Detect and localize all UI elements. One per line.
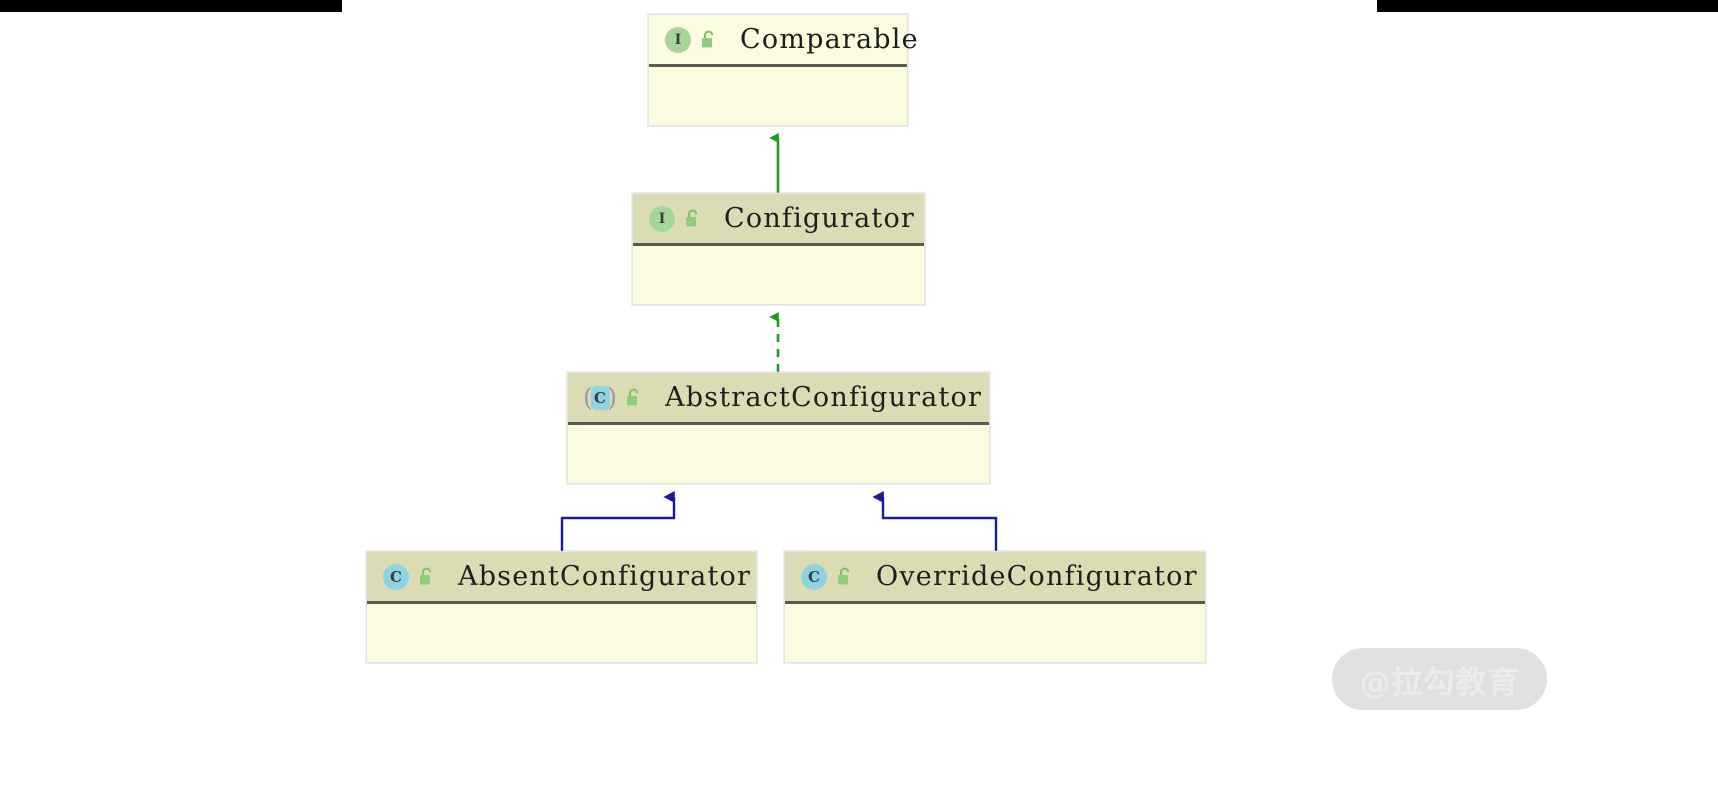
abstract-class-icon: ( C )	[583, 382, 617, 412]
node-header: C OverrideConfigurator	[785, 552, 1205, 604]
uml-class-node-abstract-configurator[interactable]: ( C ) AbstractConfigurator	[567, 372, 990, 484]
unlocked-padlock-icon	[827, 566, 854, 588]
interface-icon: I	[665, 26, 691, 53]
class-icon: C	[801, 563, 827, 590]
unlocked-padlock-icon	[675, 208, 702, 230]
node-title: Comparable	[740, 24, 919, 55]
edge-absentconfigurator-extends-abstractconfigurator	[560, 490, 676, 551]
uml-class-node-comparable[interactable]: I Comparable	[648, 14, 918, 126]
node-title: AbstractConfigurator	[665, 382, 983, 413]
top-black-bar-left	[0, 0, 342, 12]
node-members-compartment	[785, 604, 1205, 650]
node-members-compartment	[633, 246, 924, 292]
node-title: OverrideConfigurator	[876, 561, 1198, 592]
node-header: C AbsentConfigurator	[367, 552, 756, 604]
top-black-bar-right	[1377, 0, 1718, 12]
unlocked-padlock-icon	[691, 29, 718, 51]
watermark-badge: @拉勾教育	[1332, 648, 1547, 710]
uml-class-node-override-configurator[interactable]: C OverrideConfigurator	[784, 551, 1206, 663]
node-members-compartment	[568, 425, 989, 471]
node-header: I Comparable	[649, 15, 918, 67]
interface-icon: I	[649, 205, 675, 232]
node-members-compartment	[649, 67, 907, 113]
unlocked-padlock-icon	[409, 566, 436, 588]
node-header: ( C ) AbstractConfigurator	[568, 373, 989, 425]
node-title: Configurator	[724, 203, 916, 234]
uml-class-node-configurator[interactable]: I Configurator	[632, 193, 925, 305]
abstract-bracket-right: )	[607, 382, 617, 412]
uml-class-node-absent-configurator[interactable]: C AbsentConfigurator	[366, 551, 757, 663]
edge-overrideconfigurator-extends-abstractconfigurator	[872, 490, 998, 551]
node-title: AbsentConfigurator	[458, 561, 752, 592]
watermark-text: @拉勾教育	[1359, 664, 1520, 701]
unlocked-padlock-icon	[616, 387, 643, 409]
abstract-bracket-left: (	[583, 382, 593, 412]
class-icon: C	[383, 563, 409, 590]
node-members-compartment	[367, 604, 756, 650]
node-header: I Configurator	[633, 194, 924, 246]
